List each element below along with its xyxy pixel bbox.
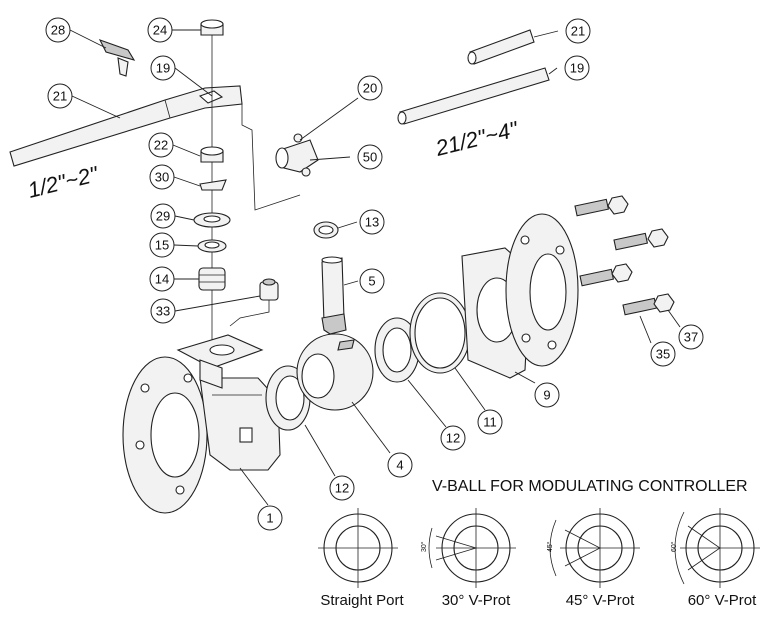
vball-straight-port: Straight Port — [318, 508, 405, 609]
svg-text:33: 33 — [156, 304, 170, 319]
vball-60: 60° 60° V-Prot — [670, 508, 760, 609]
svg-text:12: 12 — [335, 481, 349, 496]
vball-30: 30° 30° V-Prot — [420, 508, 516, 609]
svg-text:37: 37 — [684, 330, 698, 345]
svg-text:20: 20 — [363, 81, 377, 96]
thrust-washer — [313, 221, 339, 239]
callout-21: 21 — [47, 83, 73, 109]
svg-text:14: 14 — [155, 272, 169, 287]
vball-angle-60: 60° — [670, 541, 678, 552]
bolts-and-nuts — [574, 195, 675, 316]
svg-text:28: 28 — [51, 23, 65, 38]
svg-text:9: 9 — [543, 388, 550, 403]
callout-21-large: 21 — [565, 18, 591, 44]
svg-text:50: 50 — [363, 150, 377, 165]
stop-pin — [229, 278, 279, 327]
ball — [296, 333, 374, 411]
callout-1: 1 — [257, 505, 283, 531]
svg-text:19: 19 — [570, 61, 584, 76]
svg-text:24: 24 — [153, 23, 167, 38]
gasket — [409, 292, 471, 374]
callout-9: 9 — [534, 382, 560, 408]
svg-text:21: 21 — [53, 89, 67, 104]
size-label-small: 1/2"~2" — [25, 161, 101, 203]
seat-right — [374, 317, 420, 383]
svg-text:35: 35 — [656, 347, 670, 362]
callout-29: 29 — [150, 203, 176, 229]
callout-19: 19 — [150, 55, 176, 81]
vball-label-45: 45° V-Prot — [566, 592, 635, 609]
leader-lines — [69, 29, 681, 506]
callout-12-left: 12 — [329, 475, 355, 501]
end-cap — [461, 213, 579, 379]
extension-parts — [241, 29, 550, 211]
callout-14: 14 — [149, 266, 175, 292]
callout-20: 20 — [357, 75, 383, 101]
callout-24: 24 — [147, 17, 173, 43]
callout-30: 30 — [149, 164, 175, 190]
vball-title: V-BALL FOR MODULATING CONTROLLER — [432, 478, 748, 495]
svg-text:5: 5 — [368, 274, 375, 289]
callout-33: 33 — [150, 298, 176, 324]
callout-22: 22 — [148, 132, 174, 158]
svg-text:22: 22 — [154, 138, 168, 153]
svg-text:19: 19 — [156, 61, 170, 76]
size-label-large: 21/2"~4" — [432, 116, 521, 161]
stem — [321, 256, 347, 335]
svg-text:1: 1 — [266, 511, 273, 526]
svg-text:21: 21 — [571, 24, 585, 39]
callout-13: 13 — [359, 209, 385, 235]
callout-50: 50 — [357, 144, 383, 170]
svg-text:12: 12 — [446, 431, 460, 446]
handle-grip — [98, 39, 136, 77]
vball-angle-30: 30° — [420, 541, 428, 552]
callout-12-right: 12 — [440, 425, 466, 451]
svg-text:13: 13 — [365, 215, 379, 230]
callout-15: 15 — [149, 232, 175, 258]
callout-4: 4 — [387, 452, 413, 478]
vball-label-60: 60° V-Prot — [688, 592, 757, 609]
callout-11: 11 — [477, 409, 503, 435]
valve-body — [122, 334, 281, 514]
callout-35: 35 — [650, 341, 676, 367]
vball-45: 45° 45° V-Prot — [546, 508, 640, 609]
callout-19-large: 19 — [564, 55, 590, 81]
seat-left — [265, 365, 311, 431]
callout-37: 37 — [678, 324, 704, 350]
vball-angle-45: 45° — [546, 541, 554, 552]
callout-28: 28 — [45, 17, 71, 43]
svg-text:15: 15 — [155, 238, 169, 253]
vball-label-30: 30° V-Prot — [442, 592, 511, 609]
vball-label-straight: Straight Port — [320, 592, 404, 609]
svg-text:29: 29 — [156, 209, 170, 224]
svg-text:11: 11 — [483, 415, 497, 430]
svg-text:30: 30 — [155, 170, 169, 185]
svg-text:4: 4 — [396, 458, 403, 473]
stem-stack — [193, 19, 231, 375]
callout-5: 5 — [359, 268, 385, 294]
